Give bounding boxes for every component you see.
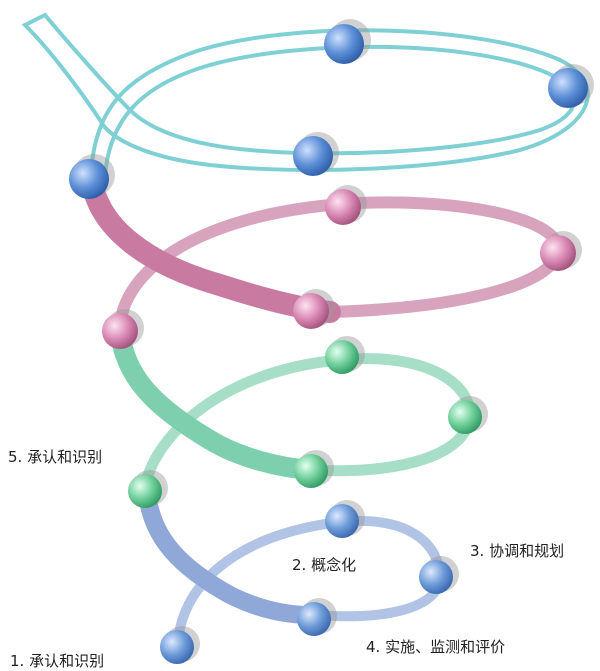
nodes-bottom [160, 504, 453, 664]
node-green-3 [294, 454, 328, 488]
node-bottom-1 [325, 504, 359, 538]
label-step1: 1. 承认和识别 [10, 652, 105, 670]
label-step4: 4. 实施、监测和评价 [366, 638, 506, 656]
coil-green-front [110, 322, 322, 480]
label-step5: 5. 承认和识别 [8, 448, 103, 466]
node-top-4 [69, 159, 109, 199]
node-bottom-3 [297, 602, 331, 636]
node-pink-4 [102, 313, 138, 349]
nodes-top [69, 24, 588, 199]
coil-top-cyan [21, 12, 590, 181]
coil-top-cyan-outer [21, 12, 590, 181]
nodes-green [128, 340, 482, 508]
node-bottom-2 [419, 560, 453, 594]
node-green-4 [128, 474, 162, 508]
node-top-2 [548, 68, 588, 108]
label-step2: 2. 概念化 [292, 556, 357, 574]
label-step3: 3. 协调和规划 [470, 542, 565, 560]
node-top-3 [293, 136, 333, 176]
node-pink-2 [540, 235, 576, 271]
coil-blue [138, 481, 446, 650]
node-pink-3 [293, 293, 329, 329]
node-bottom-4 [160, 630, 194, 664]
node-green-2 [448, 400, 482, 434]
coil-blue-front [138, 481, 327, 625]
node-green-1 [325, 340, 359, 374]
node-pink-1 [325, 189, 361, 225]
coil-green [110, 322, 476, 496]
nodes-pink [102, 189, 576, 349]
node-top-1 [324, 24, 364, 64]
